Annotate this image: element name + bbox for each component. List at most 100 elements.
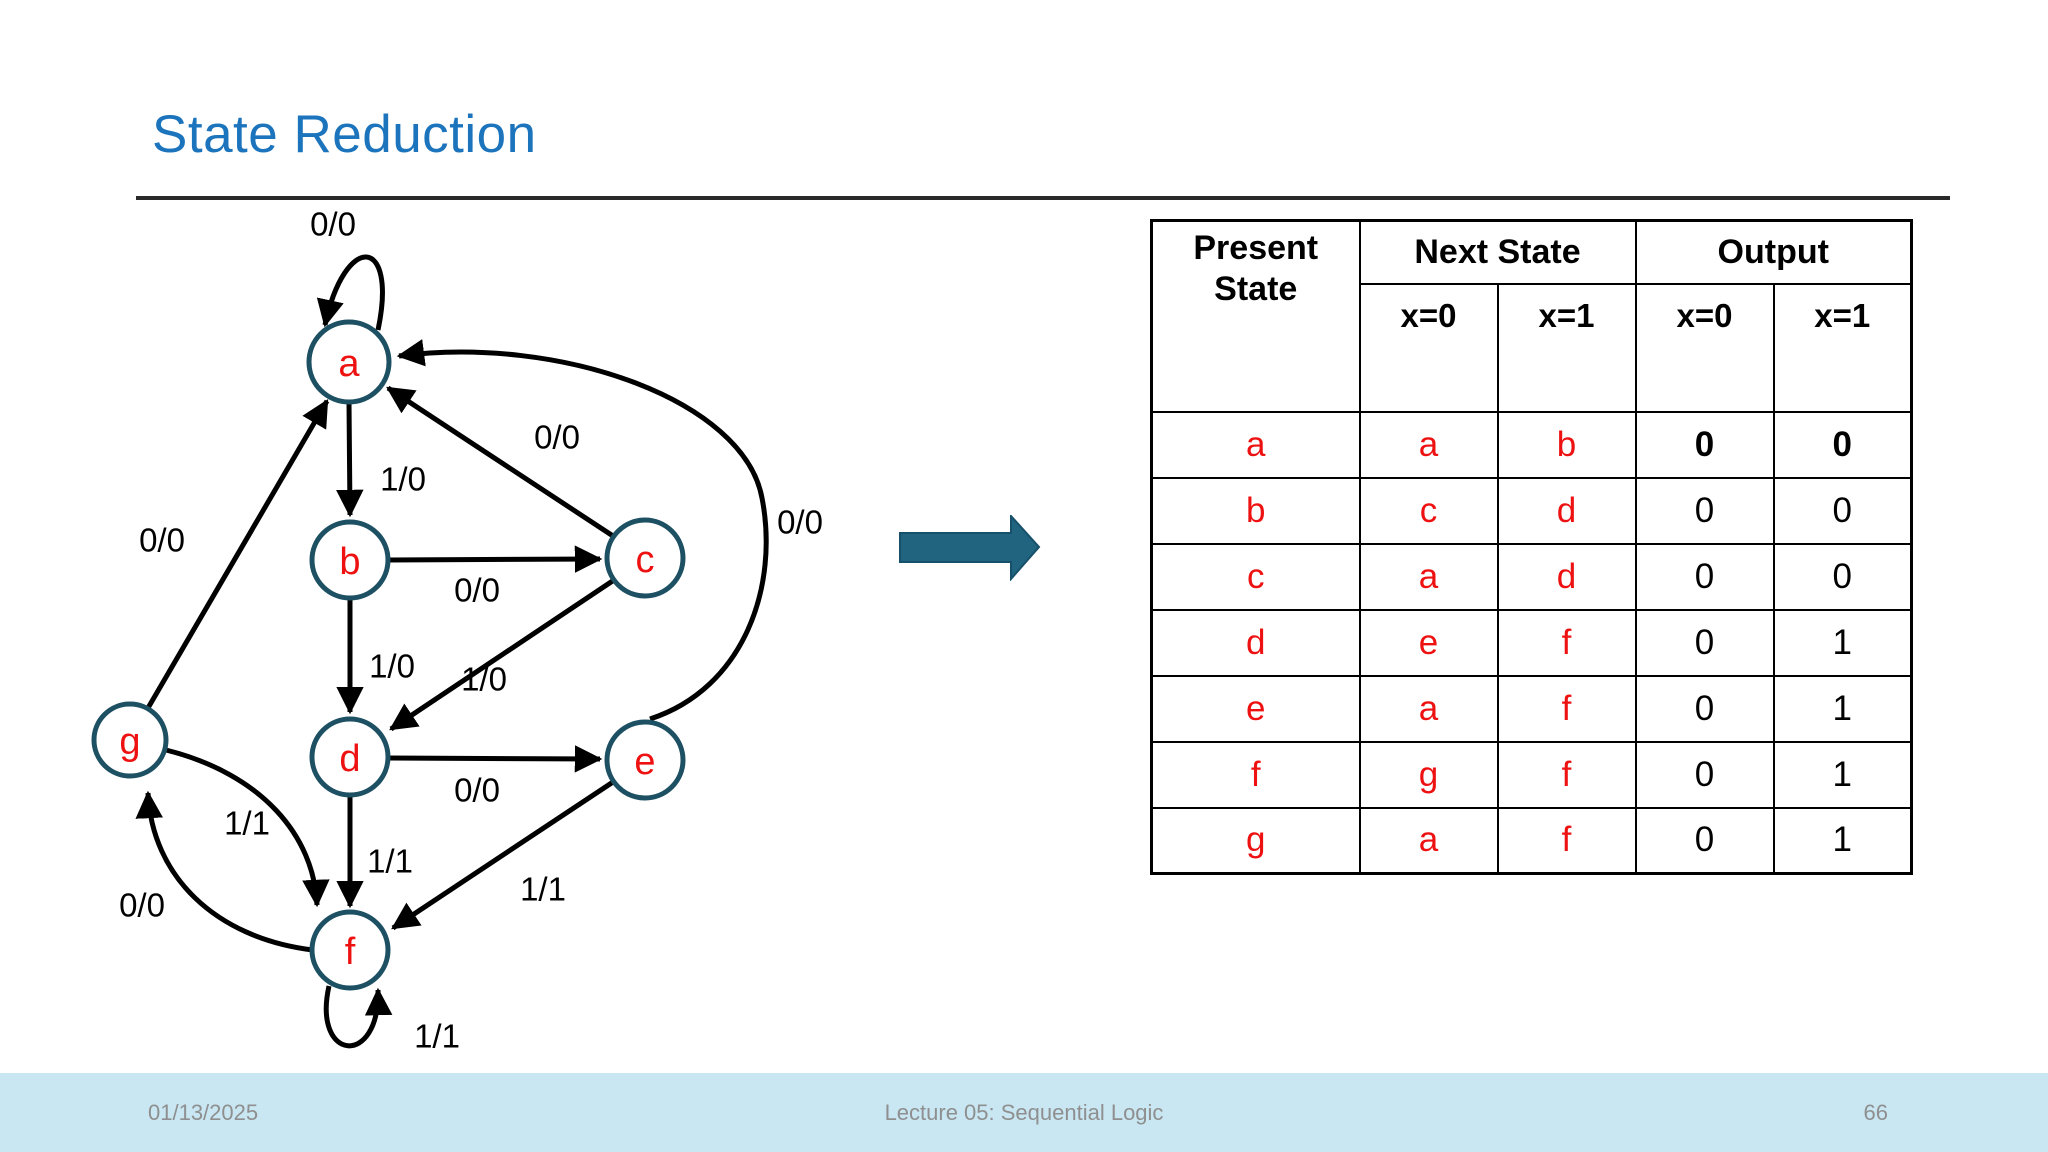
title-divider [136,196,1950,200]
output-x0-header: x=0 [1634,282,1775,413]
edge-c-d [389,577,616,732]
state-node-c: c [604,517,686,599]
edge-f-f [323,985,393,1049]
present-state-cell: d [1150,608,1361,677]
present-state-cell: g [1150,806,1361,875]
edge-label-b-c: 0/0 [454,572,500,609]
edge-label-a-a: 0/0 [310,206,356,243]
edge-c-a [386,385,615,539]
output-x1-cell: 1 [1772,608,1913,677]
edge-label-f-g: 0/0 [119,887,165,924]
output-x1-cell: 0 [1772,476,1913,545]
output-x1-cell: 0 [1772,542,1913,611]
edge-label-d-e: 0/0 [454,772,500,809]
edge-g-f [165,747,330,908]
next-state-x0-cell: e [1358,608,1499,677]
next-state-x0-cell: g [1358,740,1499,809]
present-state-cell: a [1150,410,1361,479]
next-state-x0-cell: a [1358,674,1499,743]
output-x0-cell: 0 [1634,806,1775,875]
footer-date: 01/13/2025 [148,1100,259,1125]
state-node-f: f [309,909,391,991]
state-circle-b [309,519,391,601]
output-x0-cell: 0 [1634,542,1775,611]
edge-f-g [135,790,314,953]
state-circle-g [91,701,169,779]
state-node-g: g [91,701,169,779]
state-label-f: f [345,931,356,973]
state-circle-e [604,719,686,801]
state-label-b: b [339,541,360,583]
next-state-x1-cell: f [1496,806,1637,875]
next-state-x0-cell: c [1358,476,1499,545]
next-state-x0-cell: a [1358,806,1499,875]
footer-page-number: 66 [1863,1100,1888,1125]
edge-label-b-d: 1/0 [369,648,415,685]
edge-label-a-b: 1/0 [380,461,426,498]
edge-a-b [336,402,364,518]
edge-label-d-f: 1/1 [367,843,413,880]
output-x1-cell: 0 [1772,410,1913,479]
page-title: State Reduction [152,105,537,164]
next-x0-header: x=0 [1358,282,1499,413]
state-node-b: b [309,519,391,601]
present-state-cell: f [1150,740,1361,809]
edge-label-g-a: 0/0 [139,522,185,559]
edge-label-e-f: 1/1 [520,871,566,908]
next-state-x1-cell: f [1496,740,1637,809]
table-header-row-2: x=0 x=1 x=0 x=1 [1152,282,1913,413]
edge-label-f-f: 1/1 [414,1018,460,1055]
next-state-x0-cell: a [1358,542,1499,611]
next-state-header: Next State [1358,219,1637,285]
output-x0-cell: 0 [1634,608,1775,677]
state-label-g: g [119,721,140,763]
output-x1-cell: 1 [1772,674,1913,743]
next-state-x1-cell: f [1496,674,1637,743]
next-state-x1-cell: b [1496,410,1637,479]
footer-bar: 01/13/2025 Lecture 05: Sequential Logic … [0,1073,2048,1152]
output-x1-cell: 1 [1772,740,1913,809]
edge-d-e [388,745,603,773]
edge-e-a [396,339,769,722]
next-state-x1-cell: d [1496,542,1637,611]
edge-g-a [145,399,330,710]
state-circle-c [604,517,686,599]
output-x1-header: x=1 [1772,282,1913,413]
footer-lecture-title: Lecture 05: Sequential Logic [884,1100,1164,1125]
output-x1-cell: 1 [1772,806,1913,875]
present-state-cell: e [1150,674,1361,743]
state-label-e: e [634,741,655,783]
next-state-x0-cell: a [1358,410,1499,479]
output-header: Output [1634,219,1913,285]
state-node-a: a [306,319,392,405]
state-node-e: e [604,719,686,801]
transform-arrow-icon [899,515,1041,581]
next-x1-header: x=1 [1496,282,1637,413]
state-table: Present State Next State Output x=0 x=1 … [1150,219,1913,875]
output-x0-cell: 0 [1634,674,1775,743]
edge-label-g-f: 1/1 [224,805,270,842]
table-header-row-1: Present State Next State Output [1150,219,1913,413]
edge-e-f [391,779,615,931]
present-state-cell: b [1150,476,1361,545]
state-circle-f [309,909,391,991]
state-circle-a [306,319,392,405]
edge-a-a [316,254,385,331]
output-x0-cell: 0 [1634,410,1775,479]
state-circle-d [309,716,391,798]
edge-label-c-d: 1/0 [461,661,507,698]
state-node-d: d [309,716,391,798]
output-x0-cell: 0 [1634,476,1775,545]
edge-label-e-a: 0/0 [777,504,823,541]
state-label-d: d [339,738,360,780]
state-label-a: a [338,343,360,385]
present-state-cell: c [1150,542,1361,611]
edge-b-c [388,545,603,573]
